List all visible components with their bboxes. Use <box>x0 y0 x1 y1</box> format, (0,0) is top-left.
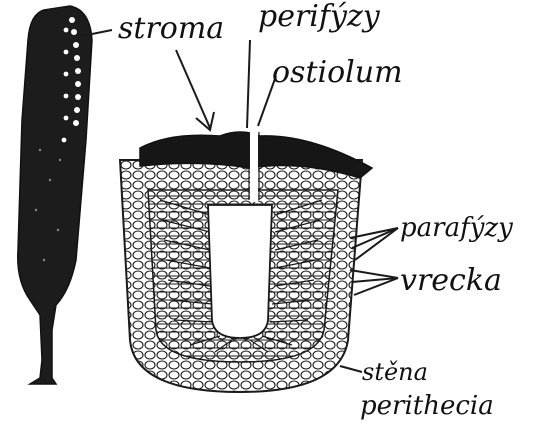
perithecium-cavity <box>208 205 272 338</box>
vrecka-pointer-1 <box>350 270 398 278</box>
label-parafyzy: parafýzy <box>400 213 513 243</box>
label-stena-line1: stěna <box>362 358 428 386</box>
ascus-body <box>18 6 92 384</box>
ostiolum-channel <box>250 132 258 202</box>
perifyzy-pointer <box>247 40 250 128</box>
label-ostiolum: ostiolum <box>272 55 403 90</box>
ascus-stalk-figure <box>18 6 92 384</box>
label-stroma: stroma <box>118 11 224 46</box>
stroma-pointer <box>176 50 210 128</box>
label-perifyzy: perifýzy <box>258 0 381 34</box>
label-stena-line2: perithecia <box>360 391 494 421</box>
label-vrecka: vrecka <box>400 263 502 298</box>
stena-pointer <box>340 366 362 372</box>
perithecium <box>120 132 372 392</box>
